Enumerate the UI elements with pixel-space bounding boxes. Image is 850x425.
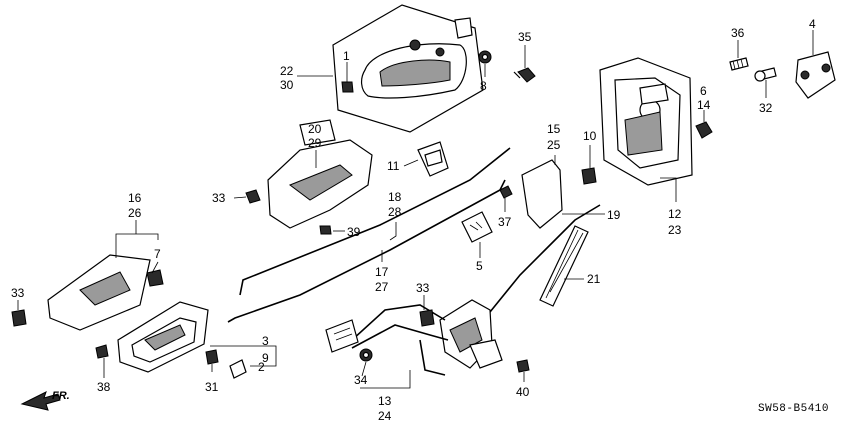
callout-14: 14 (697, 98, 711, 112)
callout-35: 35 (518, 30, 532, 44)
callout-4: 4 (809, 17, 816, 31)
callout-6: 6 (700, 84, 707, 98)
clip-33-left[interactable] (11, 309, 27, 327)
callout-37: 37 (498, 215, 512, 229)
screw-39[interactable] (319, 225, 332, 235)
latch-cover-15-25[interactable] (521, 159, 563, 229)
callout-33-right: 33 (416, 281, 430, 295)
door-lock-actuator[interactable] (439, 299, 503, 369)
clip-33-right[interactable] (419, 309, 435, 327)
clip-33-top[interactable] (245, 189, 261, 204)
callout-19: 19 (607, 208, 621, 222)
callout-1: 1 (343, 49, 350, 63)
callout-16: 16 (128, 191, 142, 205)
callout-7: 7 (154, 247, 161, 261)
rod-guard-21[interactable] (539, 225, 589, 307)
callout-29: 29 (308, 136, 322, 150)
callout-38: 38 (97, 380, 111, 394)
callout-8: 8 (480, 79, 487, 93)
cap-2[interactable] (229, 359, 247, 379)
callout-33-left: 33 (11, 286, 25, 300)
inner-handle-base[interactable] (47, 254, 151, 331)
grommet-34[interactable] (359, 348, 373, 362)
callout-15: 15 (547, 122, 561, 136)
callout-17: 17 (375, 265, 389, 279)
screw-38[interactable] (95, 344, 109, 359)
spring-7[interactable] (146, 269, 164, 287)
callout-13: 13 (378, 394, 392, 408)
callout-28: 28 (388, 205, 402, 219)
callout-24: 24 (378, 409, 392, 423)
bracket-11[interactable] (417, 141, 449, 177)
callout-3: 3 (262, 334, 269, 348)
connector[interactable] (325, 319, 359, 353)
callout-11: 11 (387, 159, 400, 173)
callout-33-top: 33 (212, 191, 226, 205)
callout-21: 21 (587, 272, 601, 286)
callout-22: 22 (280, 64, 294, 78)
callout-10: 10 (583, 129, 597, 143)
callout-23: 23 (668, 223, 682, 237)
callout-32: 32 (759, 101, 773, 115)
front-direction-arrow: FR. (20, 390, 70, 411)
callout-31: 31 (205, 380, 219, 394)
screw-37[interactable] (499, 185, 513, 199)
callout-30: 30 (280, 78, 294, 92)
callout-20: 20 (308, 122, 322, 136)
inner-handle-escutcheon[interactable] (117, 301, 209, 373)
screw-31[interactable] (205, 349, 219, 365)
clip-6-14[interactable] (695, 121, 713, 139)
clip-10[interactable] (581, 167, 597, 185)
screw-36[interactable] (729, 57, 749, 71)
callout-18: 18 (388, 190, 402, 204)
callout-labels: 1 22 30 8 35 36 4 32 6 14 12 23 20 29 11… (11, 17, 816, 423)
callout-27: 27 (375, 280, 389, 294)
callout-26: 26 (128, 206, 142, 220)
screw-40[interactable] (516, 359, 530, 373)
callout-36: 36 (731, 26, 745, 40)
front-direction-label: FR. (52, 390, 70, 402)
callout-5: 5 (476, 259, 483, 273)
diagram-code: SW58-B5410 (758, 403, 829, 415)
callout-12: 12 (668, 207, 682, 221)
callout-40: 40 (516, 385, 530, 399)
striker-4[interactable] (795, 51, 836, 99)
rod-19[interactable] (489, 204, 601, 313)
rod-17-27[interactable] (227, 179, 506, 323)
grommet-8[interactable] (478, 50, 492, 64)
wire-harness[interactable] (351, 304, 449, 376)
outer-handle-assembly[interactable] (332, 4, 484, 133)
screw-32[interactable] (754, 67, 777, 82)
callout-2: 2 (258, 360, 265, 374)
callout-9: 9 (262, 351, 269, 365)
callout-34: 34 (354, 373, 368, 387)
callout-39: 39 (347, 225, 361, 239)
cap-5[interactable] (461, 211, 493, 243)
screw-1[interactable] (341, 81, 354, 93)
rod-18-28[interactable] (239, 147, 511, 296)
leader-lines (17, 30, 814, 389)
inner-handle-frame[interactable] (267, 119, 373, 229)
bolt-35[interactable] (513, 67, 536, 83)
callout-25: 25 (547, 138, 561, 152)
door-latch-assembly[interactable] (599, 57, 693, 186)
